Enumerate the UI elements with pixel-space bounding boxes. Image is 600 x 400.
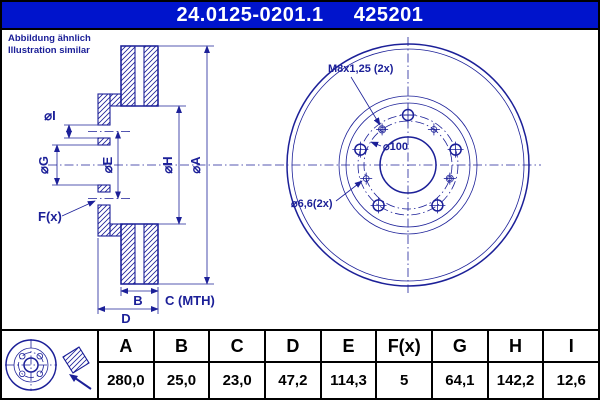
- spec-value-g: 64,1: [445, 372, 475, 389]
- set-screw-holes: [360, 123, 440, 185]
- spec-col-b: B 25,0: [154, 331, 211, 398]
- disc-icon: [4, 338, 92, 391]
- label-dia-a: ⌀A: [188, 156, 203, 174]
- arrow-icon: [68, 373, 78, 382]
- spec-header-c: C: [210, 331, 265, 363]
- technical-drawing: ⌀I ⌀G ⌀E ⌀H ⌀A F(x): [36, 37, 541, 325]
- spec-header-a: A: [99, 331, 153, 363]
- spec-header-g: G: [433, 331, 487, 363]
- spec-value-f: 5: [400, 372, 409, 389]
- front-view: M8x1,25 (2x) ⌀100 ⌀6,6(2x): [275, 37, 541, 293]
- spec-header-e: E: [321, 331, 376, 363]
- dimension-table: A 280,0 B 25,0 C 23,0 D 47,2 E 114,3 F(x…: [2, 329, 598, 398]
- spec-header-d: D: [266, 331, 320, 363]
- label-f: F(x): [38, 209, 62, 224]
- section-wedge-icon: [61, 345, 90, 374]
- lug-holes: [352, 107, 464, 214]
- spec-value-d: 47,2: [278, 372, 308, 389]
- spec-col-f: F(x) 5: [377, 331, 434, 398]
- spec-col-c: C 23,0: [210, 331, 267, 398]
- spec-value-c: 23,0: [222, 372, 252, 389]
- illustration-note: Abbildung ähnlich Illustration similar: [8, 33, 91, 58]
- spec-value-a: 280,0: [107, 372, 145, 389]
- spec-col-g: G 64,1: [433, 331, 489, 398]
- drawing-area: Abbildung ähnlich Illustration similar: [2, 30, 598, 329]
- label-dia-i: ⌀I: [44, 108, 55, 123]
- label-b: B: [133, 293, 142, 308]
- thread-holes: [376, 123, 456, 185]
- disc-icon-cell: [2, 331, 99, 398]
- illustration-note-en: Illustration similar: [8, 45, 90, 57]
- label-dia-g: ⌀G: [36, 156, 51, 174]
- label-dia-h: ⌀H: [160, 156, 175, 173]
- spec-col-h: H 142,2: [488, 331, 545, 398]
- spec-value-h: 142,2: [496, 372, 535, 389]
- label-small-hole: ⌀6,6(2x): [291, 198, 333, 210]
- label-d: D: [121, 311, 130, 325]
- spec-value-b: 25,0: [166, 372, 197, 389]
- label-thread: M8x1,25 (2x): [328, 63, 394, 75]
- cross-section-view: ⌀I ⌀G ⌀E ⌀H ⌀A F(x): [36, 45, 272, 325]
- part-number: 24.0125-0201.1: [176, 4, 324, 26]
- spec-value-i: 12,6: [556, 372, 586, 389]
- reference-number: 425201: [353, 4, 424, 26]
- label-pitch-circle: ⌀100: [383, 141, 408, 153]
- spec-col-d: D 47,2: [266, 331, 322, 398]
- illustration-note-de: Abbildung ähnlich: [8, 33, 91, 44]
- title-bar: 24.0125-0201.1 425201: [2, 2, 598, 30]
- spec-col-a: A 280,0: [99, 331, 155, 398]
- label-dia-e: ⌀E: [100, 156, 115, 173]
- spec-header-i: I: [544, 331, 598, 363]
- spec-header-b: B: [154, 331, 209, 363]
- spec-col-e: E 114,3: [321, 331, 378, 398]
- spec-value-e: 114,3: [330, 372, 367, 389]
- spec-header-f: F(x): [377, 331, 432, 363]
- spec-header-h: H: [488, 331, 543, 363]
- label-c: C (MTH): [165, 293, 215, 308]
- spec-col-i: I 12,6: [544, 331, 598, 398]
